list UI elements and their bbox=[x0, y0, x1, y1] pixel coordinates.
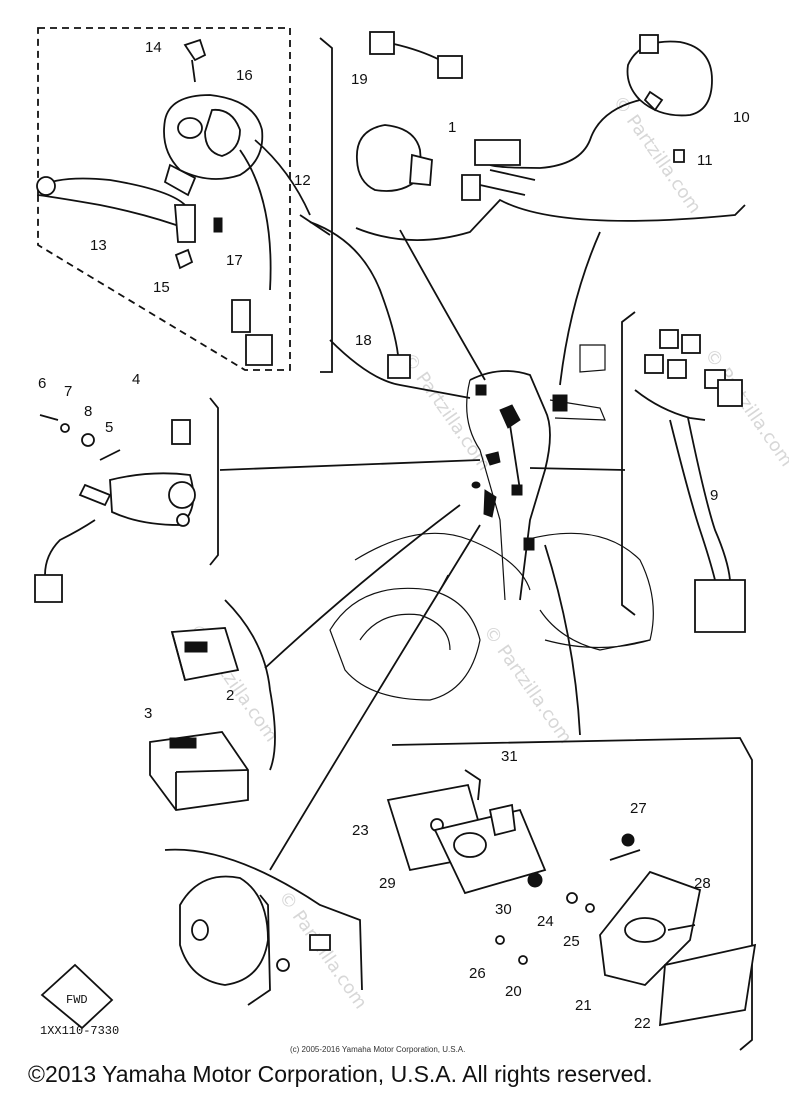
callout-labels: 14 16 12 13 17 15 18 19 1 10 11 4 6 7 8 … bbox=[38, 39, 750, 1032]
watermark-text: © Partzilla.com bbox=[398, 349, 495, 475]
relay-item-19 bbox=[356, 124, 433, 192]
bracket-top-right bbox=[355, 198, 746, 241]
fwd-arrow-icon: FWD bbox=[40, 963, 114, 1030]
callout-number: 22 bbox=[634, 1015, 651, 1032]
wire-harness-item-9 bbox=[634, 329, 746, 633]
callout-number: 19 bbox=[351, 71, 368, 88]
callout-number: 27 bbox=[630, 800, 647, 817]
small-copyright: (c) 2005-2016 Yamaha Motor Corporation, … bbox=[290, 1045, 465, 1054]
callout-number: 26 bbox=[469, 965, 486, 982]
relay-item-2 bbox=[170, 627, 240, 682]
callout-number: 18 bbox=[355, 332, 372, 349]
brake-lever-assembly bbox=[36, 38, 311, 366]
callout-number: 13 bbox=[90, 237, 107, 254]
bracket-left-top bbox=[319, 37, 333, 373]
callout-number: 2 bbox=[226, 687, 234, 704]
bracket-item-9 bbox=[621, 311, 636, 616]
horn-assembly bbox=[179, 875, 331, 1006]
bracket-item-4 bbox=[209, 397, 219, 566]
callout-number: 4 bbox=[132, 371, 140, 388]
callout-number: 28 bbox=[694, 875, 711, 892]
callout-number: 15 bbox=[153, 279, 170, 296]
callout-number: 30 bbox=[495, 901, 512, 918]
bracket-horn bbox=[164, 848, 363, 991]
connector-item-1 bbox=[369, 31, 463, 79]
handlebar-switch-item-10 bbox=[461, 34, 713, 201]
dashed-group-border bbox=[37, 27, 291, 371]
callout-number: 23 bbox=[352, 822, 369, 839]
callout-number: 14 bbox=[145, 39, 162, 56]
wire-lead bbox=[299, 214, 411, 379]
watermark-text: © Partzilla.com bbox=[700, 345, 789, 471]
callout-number: 1 bbox=[448, 119, 456, 136]
scooter-outline bbox=[329, 344, 654, 701]
unit-item-3 bbox=[149, 731, 249, 811]
callout-number: 29 bbox=[379, 875, 396, 892]
copyright-text: ©2013 Yamaha Motor Corporation, U.S.A. A… bbox=[28, 1061, 653, 1087]
callout-number: 12 bbox=[294, 172, 311, 189]
main-switch-item-4 bbox=[34, 414, 196, 603]
callout-number: 17 bbox=[226, 252, 243, 269]
callout-number: 6 bbox=[38, 375, 46, 392]
callout-number: 8 bbox=[84, 403, 92, 420]
watermark-text: © Partzilla.com bbox=[479, 622, 576, 748]
bracket-bottom-right bbox=[391, 737, 753, 1051]
drawing-code: 1XX110-7330 bbox=[40, 1024, 119, 1038]
leader-lines bbox=[219, 229, 626, 871]
rear-reflector-assembly bbox=[495, 833, 757, 1027]
callout-number: 10 bbox=[733, 109, 750, 126]
callout-number: 5 bbox=[105, 419, 113, 436]
front-reflector-assembly bbox=[386, 769, 547, 895]
fwd-label: FWD bbox=[66, 993, 88, 1007]
callout-number: 24 bbox=[537, 913, 554, 930]
callout-number: 16 bbox=[236, 67, 253, 84]
callout-number: 31 bbox=[501, 748, 518, 765]
callout-number: 9 bbox=[710, 487, 718, 504]
callout-number: 3 bbox=[144, 705, 152, 722]
callout-number: 21 bbox=[575, 997, 592, 1014]
bracket-items-2-3 bbox=[224, 599, 276, 771]
callout-number: 25 bbox=[563, 933, 580, 950]
callout-number: 20 bbox=[505, 983, 522, 1000]
callout-number: 11 bbox=[697, 152, 713, 169]
callout-number: 7 bbox=[64, 383, 72, 400]
